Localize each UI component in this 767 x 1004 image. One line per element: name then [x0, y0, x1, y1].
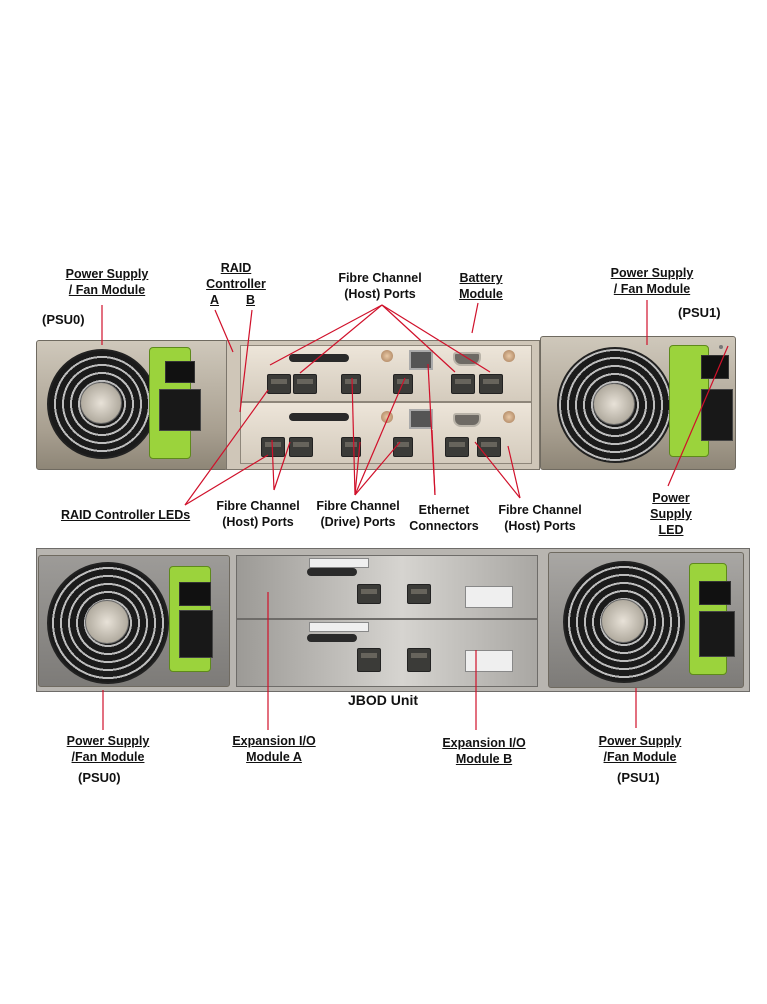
label-line: Fibre Channel — [316, 499, 400, 513]
label-jbod-psu1-id: (PSU1) — [617, 770, 660, 785]
label-line: Expansion I/O — [442, 736, 526, 750]
label-line: Power Supply — [598, 734, 682, 748]
label-line: Power Supply — [610, 266, 694, 280]
label-line: Battery — [459, 271, 503, 285]
label-line: / Fan Module — [613, 282, 691, 296]
label-line: Ethernet — [418, 503, 470, 517]
label-psu1-top: Power Supply / Fan Module — [600, 265, 704, 297]
psu0-module — [36, 340, 228, 470]
label-raid-controller: RAID Controller — [196, 260, 276, 292]
label-line: Fibre Channel — [338, 271, 422, 285]
label-line: Connectors — [409, 519, 479, 533]
power-switch[interactable] — [179, 582, 211, 606]
label-expansion-io-module-a: Expansion I/O Module A — [222, 733, 326, 765]
label-line: Fibre Channel — [216, 499, 300, 513]
expansion-io-module-a — [236, 555, 538, 619]
label-jbod-psu0-id: (PSU0) — [78, 770, 121, 785]
label-line: (Drive) Ports — [320, 515, 396, 529]
label-ethernet-connectors: Ethernet Connectors — [400, 502, 488, 534]
label-line: LED — [658, 523, 684, 537]
jbod-psu1-module — [548, 552, 744, 688]
power-socket — [159, 389, 201, 431]
power-socket — [701, 389, 733, 441]
ethernet-port — [409, 409, 433, 429]
power-socket — [179, 610, 213, 658]
raid-controller-b — [240, 402, 532, 464]
power-supply-led — [719, 345, 723, 349]
label-line: /Fan Module — [71, 750, 145, 764]
label-line: Module — [459, 287, 503, 301]
label-raid-controller-leds: RAID Controller LEDs — [61, 508, 191, 522]
label-line: Module A — [246, 750, 302, 764]
label-line: Supply — [650, 507, 692, 521]
raid-controller-a — [240, 345, 532, 402]
label-controller-b: B — [246, 293, 256, 307]
label-fc-host-ports-top: Fibre Channel (Host) Ports — [328, 270, 432, 302]
label-fc-host-ports-left: Fibre Channel (Host) Ports — [206, 498, 310, 530]
label-fc-drive-ports: Fibre Channel (Drive) Ports — [306, 498, 410, 530]
power-switch[interactable] — [699, 581, 731, 605]
label-psu1-id-top: (PSU1) — [678, 305, 721, 320]
ethernet-port — [409, 350, 433, 370]
label-line: (Host) Ports — [344, 287, 416, 301]
jbod-psu0-module — [38, 555, 230, 687]
label-power-supply-led: Power Supply LED — [642, 490, 700, 538]
power-switch[interactable] — [165, 361, 195, 383]
label-line: / Fan Module — [68, 283, 146, 297]
label-line: (Host) Ports — [504, 519, 576, 533]
label-jbod-psu1: Power Supply /Fan Module — [588, 733, 692, 765]
label-line: Module B — [455, 752, 513, 766]
label-psu0-top: Power Supply / Fan Module — [55, 266, 159, 298]
label-controller-a: A — [210, 293, 220, 307]
label-line: Power Supply — [66, 734, 150, 748]
label-line: RAID — [220, 261, 252, 275]
label-line: /Fan Module — [603, 750, 677, 764]
psu1-module — [540, 336, 736, 470]
power-socket — [699, 611, 735, 657]
jbod-unit-title: JBOD Unit — [348, 692, 418, 708]
label-battery-module: Battery Module — [452, 270, 510, 302]
label-line: Fibre Channel — [498, 503, 582, 517]
power-switch[interactable] — [701, 355, 729, 379]
serial-port — [453, 413, 481, 427]
label-line: Controller — [206, 277, 266, 291]
label-expansion-io-module-b: Expansion I/O Module B — [432, 735, 536, 767]
serial-port — [453, 352, 481, 366]
label-jbod-psu0: Power Supply /Fan Module — [56, 733, 160, 765]
label-fc-host-ports-right: Fibre Channel (Host) Ports — [488, 502, 592, 534]
label-line: Expansion I/O — [232, 734, 316, 748]
label-line: Power Supply — [65, 267, 149, 281]
expansion-io-module-b — [236, 619, 538, 687]
label-line: (Host) Ports — [222, 515, 294, 529]
label-psu0-id-top: (PSU0) — [42, 312, 85, 327]
label-line: Power — [652, 491, 690, 505]
